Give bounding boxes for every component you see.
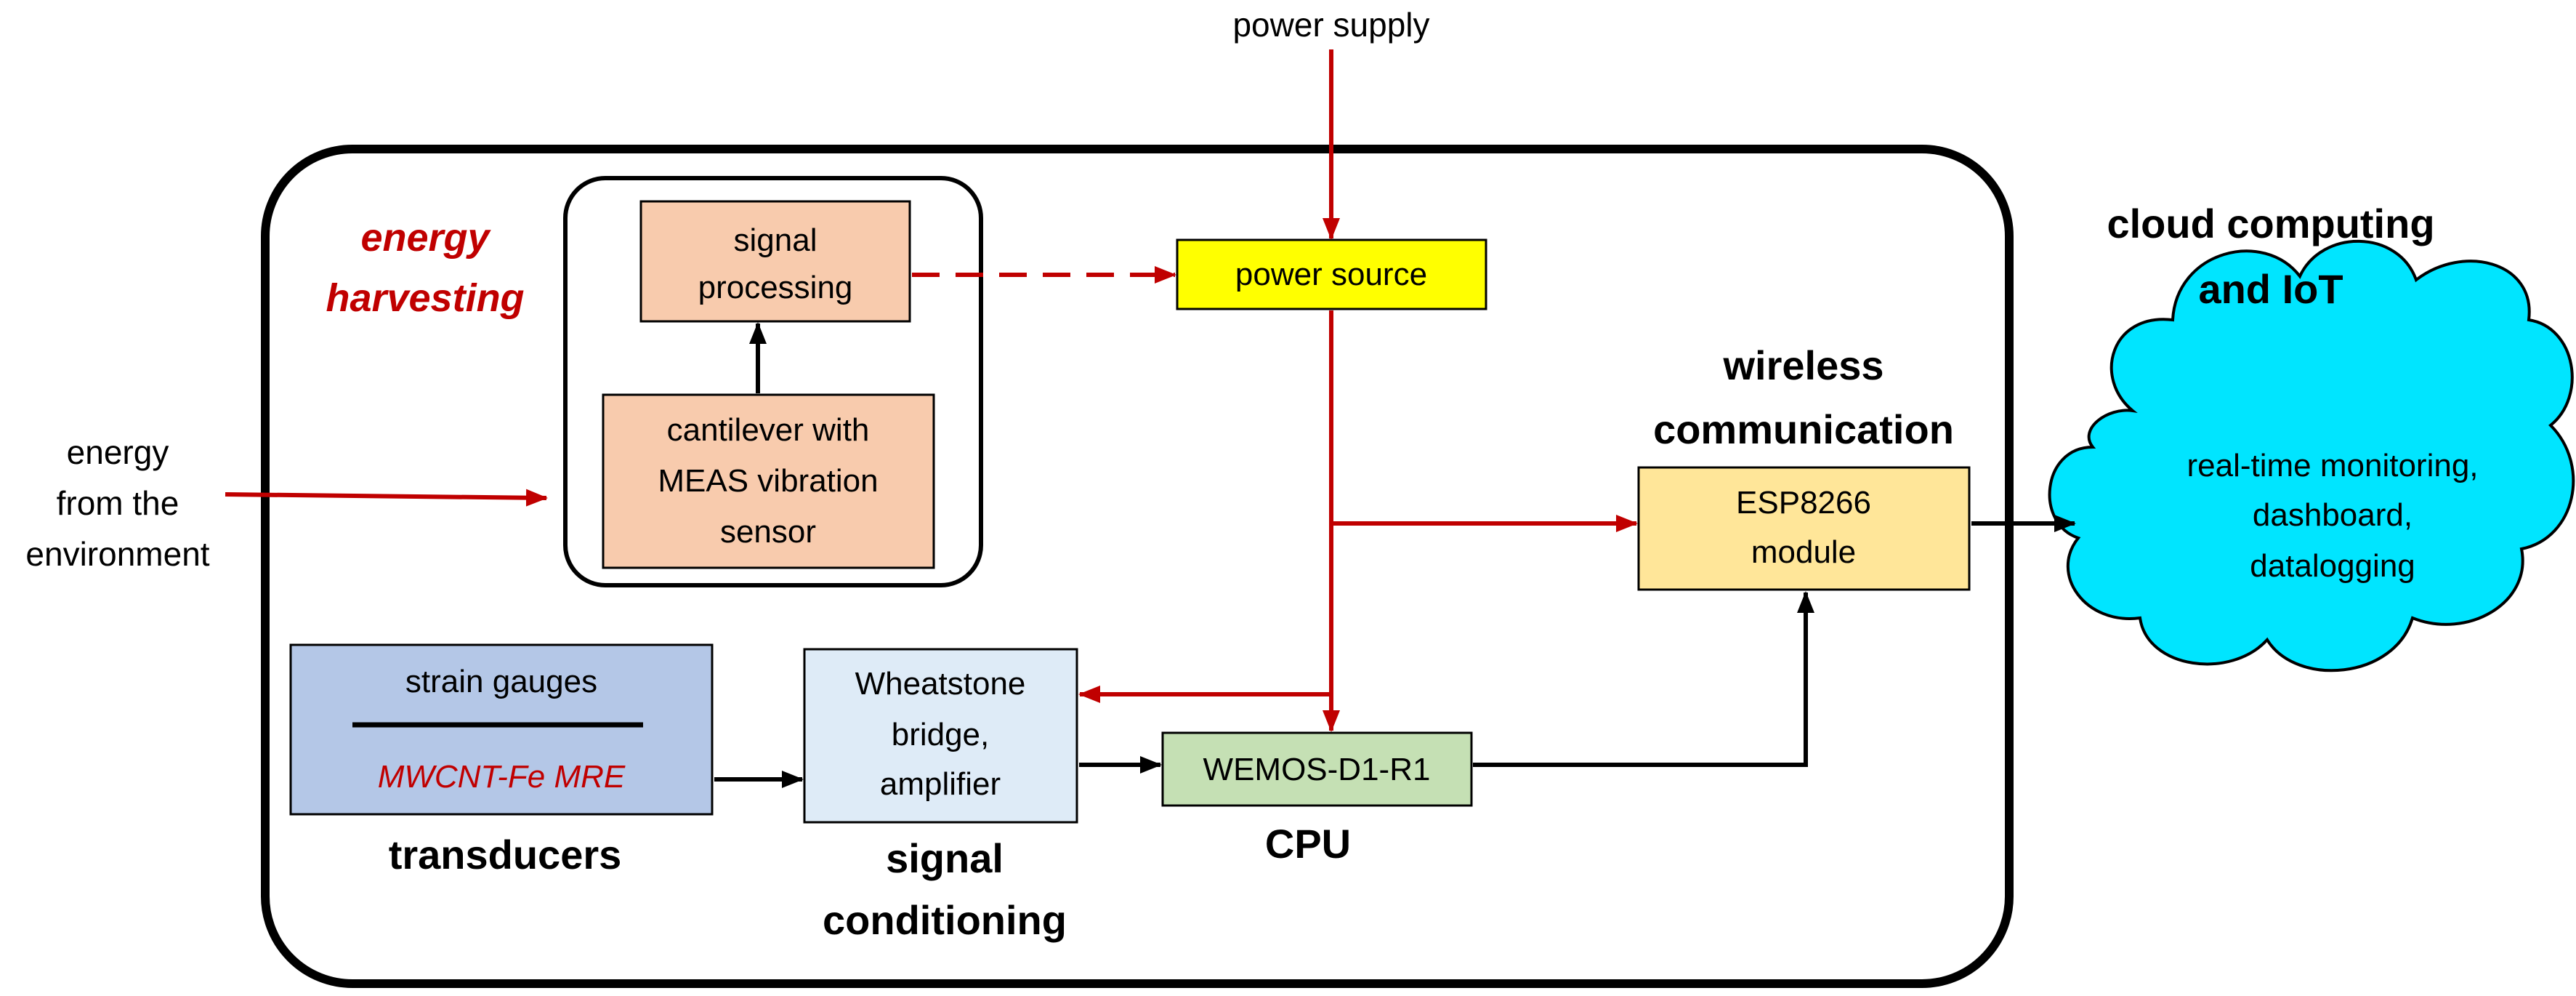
- wheatstone-text-3: amplifier: [880, 766, 1001, 802]
- arrow-wemos-to-esp: [1473, 591, 1814, 767]
- energy-harvesting-label-1: energy: [360, 216, 491, 260]
- energy-env-label-1: energy: [67, 433, 169, 471]
- cloud-text-1: real-time monitoring,: [2187, 448, 2478, 483]
- wheatstone-text-1: Wheatstone: [855, 666, 1026, 702]
- power-supply-label: power supply: [1232, 6, 1429, 44]
- cloud-shape: [2048, 239, 2575, 672]
- transducers-box: [289, 643, 714, 816]
- signal-processing-box: [639, 200, 911, 323]
- energy-harvesting-label-2: harvesting: [326, 276, 524, 320]
- cloud-title-1: cloud computing: [2107, 201, 2434, 246]
- cantilever-text-3: sensor: [720, 514, 816, 550]
- energy-harvesting-enclosure: [563, 176, 983, 587]
- cloud-title-2: and IoT: [2198, 266, 2343, 312]
- signal-conditioning-label-1: signal: [886, 835, 1004, 881]
- esp8266-text-1: ESP8266: [1736, 485, 1871, 521]
- transducers-label: transducers: [389, 832, 622, 877]
- system-enclosure: [261, 145, 2014, 988]
- signal-processing-text-1: signal: [734, 222, 817, 258]
- cloud-text-3: datalogging: [2250, 548, 2415, 584]
- cpu-label: CPU: [1265, 821, 1351, 867]
- energy-env-label-3: environment: [25, 535, 209, 573]
- wemos-text: WEMOS-D1-R1: [1203, 752, 1431, 787]
- wheatstone-box: [803, 648, 1078, 824]
- signal-conditioning-label-2: conditioning: [823, 897, 1067, 943]
- cantilever-text-1: cantilever with: [667, 412, 870, 448]
- arrow-environment-to-harvesting: [225, 489, 548, 507]
- wireless-label-2: communication: [1653, 406, 1954, 452]
- signal-processing-text-2: processing: [698, 270, 853, 305]
- power-source-box: [1176, 238, 1487, 310]
- esp8266-text-2: module: [1751, 534, 1856, 570]
- wireless-label-1: wireless: [1722, 342, 1883, 388]
- esp8266-box: [1637, 466, 1971, 591]
- mre-text: MWCNT-Fe MRE: [378, 759, 626, 795]
- wheatstone-text-2: bridge,: [892, 717, 990, 752]
- power-source-text: power source: [1235, 257, 1427, 292]
- cantilever-text-2: MEAS vibration: [658, 463, 878, 499]
- strain-gauges-text: strain gauges: [405, 664, 597, 699]
- cantilever-sensor-box: [602, 393, 935, 569]
- energy-env-label-2: from the: [57, 484, 179, 522]
- wemos-box: [1161, 731, 1473, 807]
- cloud-text-2: dashboard,: [2253, 497, 2413, 533]
